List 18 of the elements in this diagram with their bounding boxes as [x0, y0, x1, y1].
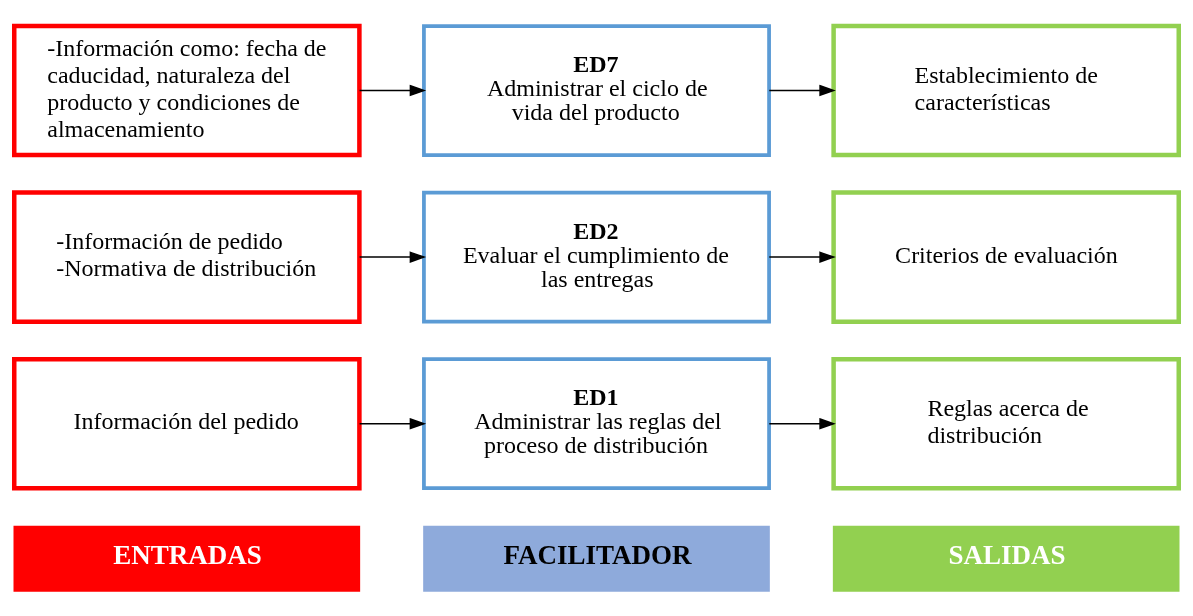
node-box: Reglas acerca de distribución [831, 356, 1181, 490]
arrow [768, 417, 836, 429]
node-box: -Información como: fecha de caducidad, naturaleza del producto y condiciones de almacenamiento [12, 23, 362, 157]
node-box: FACILITADOR [423, 525, 770, 592]
arrow [768, 84, 836, 96]
node-box: -Información de pedido -Normativa de distribución [12, 189, 362, 324]
node-box: ENTRADAS [13, 525, 361, 592]
arrow [358, 417, 427, 429]
node-box: ED1 Administrar las reglas del proceso de distribución [422, 356, 771, 490]
node-box: Establecimiento de características [831, 23, 1181, 157]
node-box: Criterios de evaluación [831, 189, 1181, 324]
arrow [358, 84, 427, 96]
arrow [358, 250, 427, 263]
node-box: SALIDAS [832, 525, 1180, 592]
node-box: ED2 Evaluar el cumplimiento de las entregas [422, 190, 771, 323]
arrow [768, 250, 836, 263]
node-box: Información del pedido [12, 356, 362, 490]
node-box: ED7 Administrar el ciclo de vida del producto [422, 23, 771, 157]
